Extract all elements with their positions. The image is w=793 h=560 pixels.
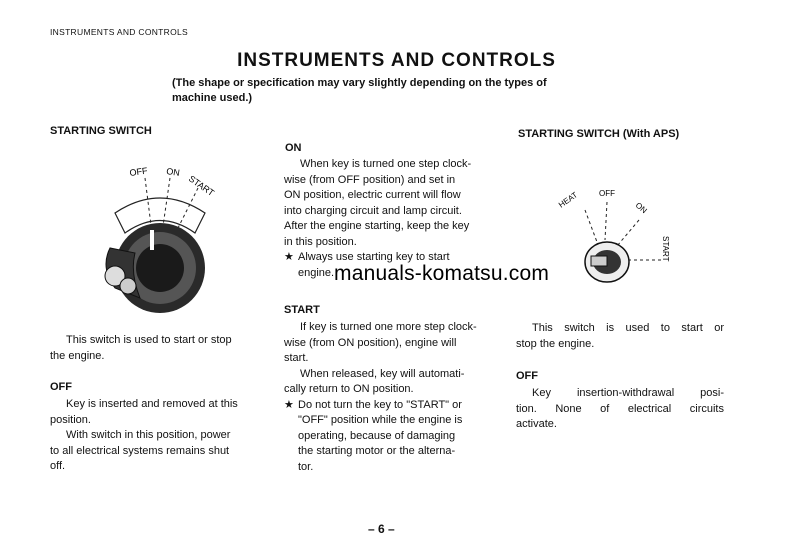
diagram-label-on: ON — [634, 201, 649, 216]
aps-switch-diagram: HEAT OFF ON START — [557, 189, 670, 283]
text-line: When released, key will automati- — [300, 367, 465, 380]
text-line: the engine. — [50, 349, 105, 362]
text-line: stop the engine. — [516, 337, 595, 350]
text-line: ON position, electric current will flow — [284, 189, 461, 201]
left-intro: This switch is used to start or stop the… — [50, 333, 260, 364]
diagram-label-start: START — [187, 173, 217, 198]
text-line: Always use starting key to start — [298, 251, 450, 263]
text-line: position. — [50, 413, 91, 426]
right-off-heading: OFF — [516, 370, 538, 382]
on-note: ★ Always use starting key to start engin… — [284, 250, 496, 281]
right-heading: STARTING SWITCH (With APS) — [518, 128, 680, 140]
text-line: "OFF" position while the engine is — [298, 414, 463, 426]
page-number: – 6 – — [368, 522, 395, 536]
diagram-label-on: ON — [166, 166, 181, 178]
diagram-label-off: OFF — [599, 189, 615, 198]
text-line: off. — [50, 460, 66, 472]
text-line: With switch in this position, power — [66, 429, 231, 441]
diagram-label-start: START — [661, 236, 670, 262]
text-line: Key insertion-withdrawal posi- — [532, 387, 724, 399]
watermark: manuals-komatsu.com — [334, 262, 550, 285]
left-off-heading: OFF — [50, 381, 72, 393]
text-line: If key is turned one more step clock- — [300, 321, 477, 333]
page-title: INSTRUMENTS AND CONTROLS — [237, 50, 556, 71]
text-line: engine. — [298, 266, 335, 279]
diagram-label-off: OFF — [129, 166, 149, 178]
subtitle-line: (The shape or specification may vary sli… — [172, 77, 547, 89]
text-line: cally return to ON position. — [284, 383, 414, 395]
text-line: This switch is used to start or — [532, 322, 724, 334]
text-line: Key is inserted and removed at this — [66, 398, 238, 410]
text-line: to all electrical systems remains shut — [50, 444, 230, 457]
text-line: operating, because of damaging — [298, 429, 456, 442]
right-off-text: Key insertion-withdrawal posi- tion. Non… — [516, 386, 724, 433]
left-off-text: Key is inserted and removed at this posi… — [50, 397, 262, 475]
start-heading: START — [284, 304, 320, 316]
right-intro: This switch is used to start or stop the… — [516, 321, 724, 352]
running-header: INSTRUMENTS AND CONTROLS — [50, 27, 189, 37]
text-line: tor. — [298, 460, 314, 473]
text-line: into charging circuit and lamp circuit. — [284, 204, 462, 217]
text-line: wise (from OFF position) and set in — [284, 173, 456, 186]
start-note: ★ Do not turn the key to "START" or "OFF… — [284, 398, 496, 476]
text-line: This switch is used to start or stop — [66, 334, 232, 346]
page-subtitle: (The shape or specification may vary sli… — [172, 76, 632, 106]
left-heading: STARTING SWITCH — [50, 125, 152, 137]
star-icon: ★ — [284, 398, 294, 411]
starting-switch-diagram: OFF ON START — [104, 166, 217, 313]
diagram-label-heat: HEAT — [557, 190, 579, 209]
text-line: in this position. — [284, 235, 357, 248]
subtitle-line: machine used.) — [172, 92, 253, 104]
star-icon: ★ — [284, 251, 294, 263]
text-line: activate. — [516, 418, 557, 430]
text-line: wise (from ON position), engine will — [284, 336, 457, 349]
text-line: When key is turned one step clock- — [300, 158, 472, 170]
on-heading: ON — [285, 142, 302, 154]
text-line: After the engine starting, keep the key — [284, 220, 470, 232]
text-line: start. — [284, 352, 309, 364]
text-line: tion. None of electrical circuits — [516, 402, 724, 415]
start-text: If key is turned one more step clock- wi… — [284, 320, 496, 475]
on-text: When key is turned one step clock- wise … — [284, 157, 496, 281]
text-line: the starting motor or the alterna- — [298, 445, 456, 457]
text-line: Do not turn the key to "START" or — [298, 398, 462, 411]
